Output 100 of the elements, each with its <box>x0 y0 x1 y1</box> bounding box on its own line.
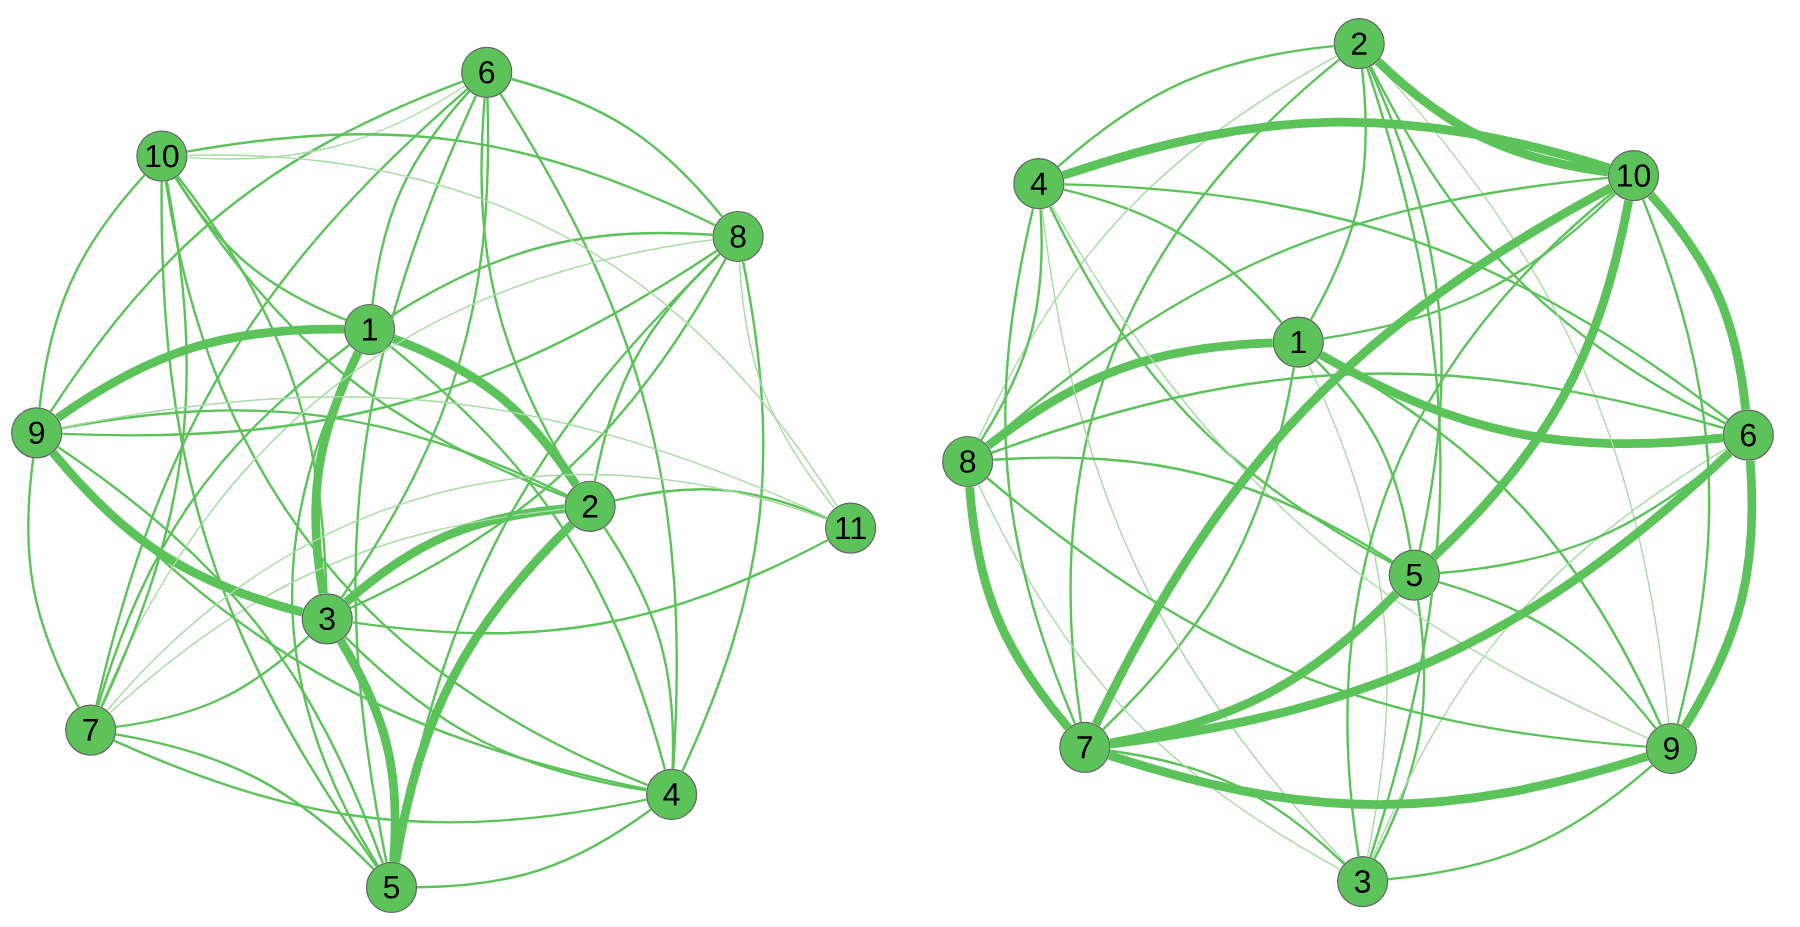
edge-line <box>965 486 1072 731</box>
graph-node: 6 <box>461 46 513 98</box>
edge-line <box>511 77 723 218</box>
edge-line <box>174 176 567 499</box>
edge-line <box>1110 749 1345 865</box>
edge-line <box>1069 58 1340 723</box>
graph-node: 9 <box>1645 722 1697 775</box>
edge-line <box>97 344 350 706</box>
graph-node: 1 <box>344 303 396 356</box>
edge-line <box>186 85 466 160</box>
edge-line <box>311 350 363 595</box>
edge-line <box>1366 67 1442 858</box>
edge-line <box>1323 192 1617 340</box>
edge-line <box>499 93 678 769</box>
edge-line <box>186 133 716 227</box>
edge-line <box>113 739 647 824</box>
edge-line <box>99 239 714 708</box>
edge-line <box>176 175 328 594</box>
edge-line <box>603 526 675 769</box>
edge-line <box>980 209 1043 441</box>
edge-line <box>986 176 1609 446</box>
edge-line <box>1369 65 1727 425</box>
edge-line <box>26 458 80 709</box>
edge-line <box>1318 350 1724 448</box>
edge-line <box>38 174 146 408</box>
edge-line <box>1309 68 1367 321</box>
graph-node: 8 <box>942 435 994 488</box>
edge-line <box>354 95 478 863</box>
edge-line <box>343 504 566 606</box>
edge-line <box>115 733 375 870</box>
edge-line <box>57 446 384 864</box>
edge-line <box>62 249 718 437</box>
edge-line <box>352 539 829 635</box>
graph-node: 9 <box>11 407 63 459</box>
edge-line <box>1387 764 1653 881</box>
edge-line <box>174 177 347 322</box>
edge-line <box>1346 190 1615 857</box>
edge-line <box>53 450 647 791</box>
edge-line <box>1057 44 1334 168</box>
graph-node: 4 <box>1013 158 1065 210</box>
edge-line <box>49 449 304 617</box>
edge-line <box>164 181 649 787</box>
edge-line <box>593 253 721 482</box>
edge-line <box>1308 364 1388 858</box>
edge-line <box>371 90 471 305</box>
edge-line <box>681 261 765 772</box>
edge-line <box>1092 183 1614 727</box>
edge-line <box>993 456 1394 563</box>
edge-line <box>1041 208 1346 864</box>
edge-line <box>336 638 400 863</box>
edge-line <box>1641 198 1711 724</box>
edge-line <box>1647 191 1751 411</box>
edge-line <box>388 344 667 770</box>
graph-node: 5 <box>1388 549 1440 601</box>
edge-line <box>480 97 578 486</box>
edge-line <box>991 372 1725 454</box>
edge-line <box>115 635 310 729</box>
edge-line <box>186 154 838 507</box>
graph-node: 3 <box>301 593 353 645</box>
edge-line <box>349 258 727 610</box>
edge-line <box>1681 460 1757 729</box>
edge-line <box>1368 66 1443 551</box>
edge-line <box>49 80 464 413</box>
edge-line <box>417 808 652 889</box>
graph-node: 6 <box>1722 409 1774 461</box>
edge-line <box>614 488 828 520</box>
edge-line <box>1375 61 1670 724</box>
edge-line <box>1429 199 1634 561</box>
graph-node: 10 <box>1607 150 1660 202</box>
edge-line <box>100 181 188 708</box>
edge-line <box>55 324 345 422</box>
edge-line <box>1315 359 1412 550</box>
edge-line <box>977 55 1338 439</box>
edge-line <box>109 508 566 714</box>
edge-line <box>106 474 828 712</box>
edge-line <box>95 88 469 706</box>
edge-line <box>977 483 1341 870</box>
edge-line <box>738 261 836 509</box>
edge-line <box>1371 447 1728 859</box>
graph-node: 2 <box>1333 18 1385 70</box>
edge-line <box>394 253 721 863</box>
edge-line <box>1049 206 1393 565</box>
edge-line <box>291 351 379 867</box>
edge-line <box>61 409 568 497</box>
edge-line <box>1107 751 1649 809</box>
graph-node: 10 <box>136 130 188 182</box>
edge-line <box>986 477 1646 748</box>
edge-line <box>344 636 647 792</box>
edge-line <box>1063 188 1283 324</box>
graph-node: 4 <box>646 768 698 820</box>
graph-node: 3 <box>1337 856 1389 908</box>
edge-line <box>1064 183 1729 421</box>
graph-node: 7 <box>1059 721 1111 773</box>
graph-node: 11 <box>825 502 877 554</box>
graph-node: 8 <box>712 210 764 263</box>
graph-node: 1 <box>1272 316 1324 368</box>
edge-line <box>1438 581 1657 730</box>
edge-line <box>160 181 378 868</box>
edge-line <box>1051 205 1649 739</box>
edge-line <box>340 97 490 599</box>
